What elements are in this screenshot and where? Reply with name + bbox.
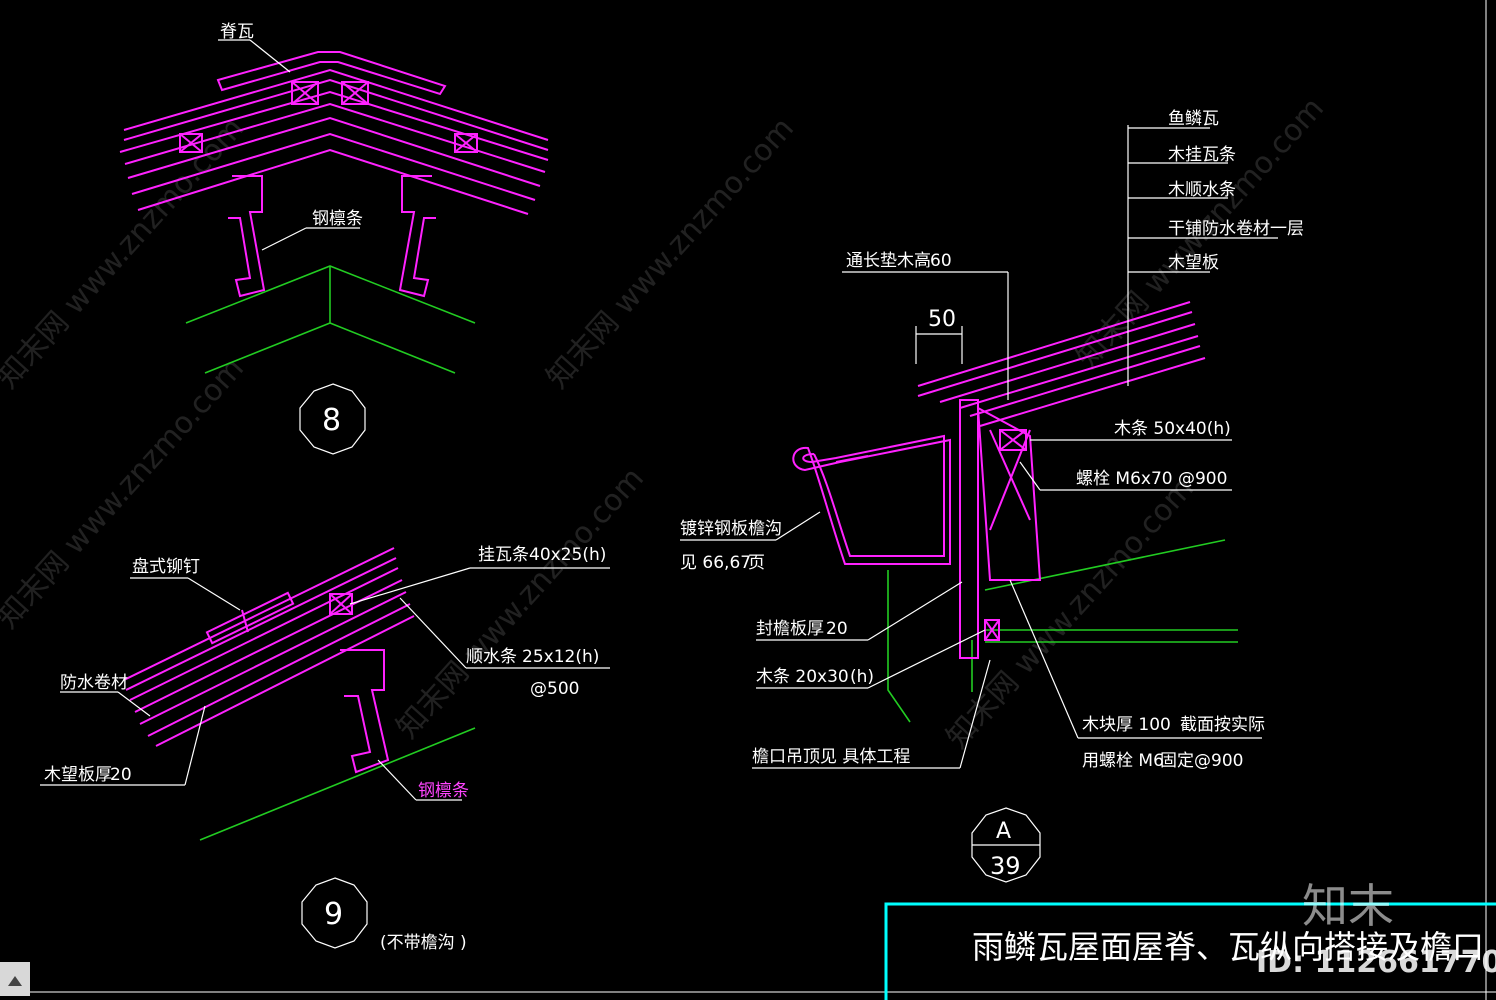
label-batten: 木条 50x40(h) bbox=[1114, 419, 1231, 439]
watermark-text-2: 知末网 www.znzmo.com bbox=[540, 111, 801, 395]
drawing-title: 雨鳞瓦屋面屋脊、瓦纵向搭接及檐口 bbox=[972, 928, 1484, 966]
detail-9-number: 9 bbox=[324, 897, 343, 932]
scroll-up-icon[interactable] bbox=[8, 976, 22, 986]
label-rivet: 盘式铆钉 bbox=[132, 557, 200, 577]
label-wood-board: 木望板厚 bbox=[44, 765, 112, 785]
label-bolt: 螺栓 M6x70 @900 bbox=[1076, 469, 1227, 489]
watermark-text-6: 知末网 www.znzmo.com bbox=[940, 471, 1201, 755]
label-steel-purlin-8: 钢檩条 bbox=[312, 209, 363, 229]
label-tile-batten: 挂瓦条40x25(h) bbox=[478, 545, 606, 565]
label-wood-board-thk: 20 bbox=[110, 765, 132, 785]
label-fix-spacing: 固定@900 bbox=[1160, 751, 1243, 771]
detail-8-ridge: 脊瓦 钢檩条 8 bbox=[119, 22, 549, 455]
label-ceiling: 檐口吊顶见 具体工程 bbox=[752, 747, 910, 767]
detail-9-lap: 盘式铆钉 挂瓦条40x25(h) 防水卷材 顺水条 25x12(h) @500 … bbox=[40, 545, 610, 953]
label-waterproof: 防水卷材 bbox=[60, 673, 128, 693]
label-strip: 木条 20x30 bbox=[756, 667, 849, 687]
dimension-50: 50 bbox=[928, 307, 956, 332]
label-pad-wood-h: 60 bbox=[930, 251, 952, 271]
label-counter-batten-spacing: @500 bbox=[530, 679, 579, 699]
label-counter-batten-size: 25x12(h) bbox=[522, 647, 599, 667]
detail-9-note: (不带檐沟 ) bbox=[380, 933, 467, 953]
label-fix: 用螺栓 M6 bbox=[1082, 751, 1164, 771]
label-block-note: 截面按实际 bbox=[1180, 715, 1265, 735]
detail-a-eave: 鱼鳞瓦 木挂瓦条 木顺水条 干铺防水卷材一层 木望板 通长垫木高 60 50 木… bbox=[680, 109, 1304, 883]
label-pad-wood: 通长垫木高 bbox=[846, 251, 931, 271]
layer-label-3: 木顺水条 bbox=[1168, 180, 1236, 200]
watermark-id: ID: 1126617707 bbox=[1256, 945, 1496, 980]
layer-label-5: 木望板 bbox=[1168, 253, 1219, 273]
label-counter-batten: 顺水条 bbox=[466, 647, 517, 667]
layer-label-2: 木挂瓦条 bbox=[1168, 145, 1236, 165]
scroll-arrow-widget[interactable] bbox=[0, 962, 30, 996]
label-ridge-tile: 脊瓦 bbox=[220, 22, 254, 42]
label-block: 木块厚 100 bbox=[1082, 715, 1171, 735]
watermark-logo: 知末 bbox=[1302, 879, 1394, 933]
watermark-text-5: 知末网 www.znzmo.com bbox=[390, 461, 651, 745]
layer-label-1: 鱼鳞瓦 bbox=[1168, 109, 1219, 129]
label-strip-h: (h) bbox=[850, 667, 874, 687]
label-gutter: 镀锌钢板檐沟 bbox=[680, 519, 782, 539]
layer-label-4: 干铺防水卷材一层 bbox=[1168, 219, 1304, 239]
label-fascia: 封檐板厚 bbox=[756, 619, 824, 639]
label-gutter-ref: 见 66,67 bbox=[680, 553, 751, 573]
label-gutter-ref-page: 页 bbox=[748, 553, 765, 573]
section-symbol-top: A bbox=[996, 819, 1011, 844]
title-block: 雨鳞瓦屋面屋脊、瓦纵向搭接及檐口 知末 ID: 1126617707 bbox=[884, 879, 1496, 1000]
detail-8-number: 8 bbox=[322, 403, 341, 438]
watermark-text-4: 知末网 www.znzmo.com bbox=[0, 351, 251, 635]
label-steel-purlin-9: 钢檩条 bbox=[418, 781, 469, 801]
section-symbol-bottom: 39 bbox=[990, 852, 1021, 880]
label-fascia-thk: 20 bbox=[826, 619, 848, 639]
